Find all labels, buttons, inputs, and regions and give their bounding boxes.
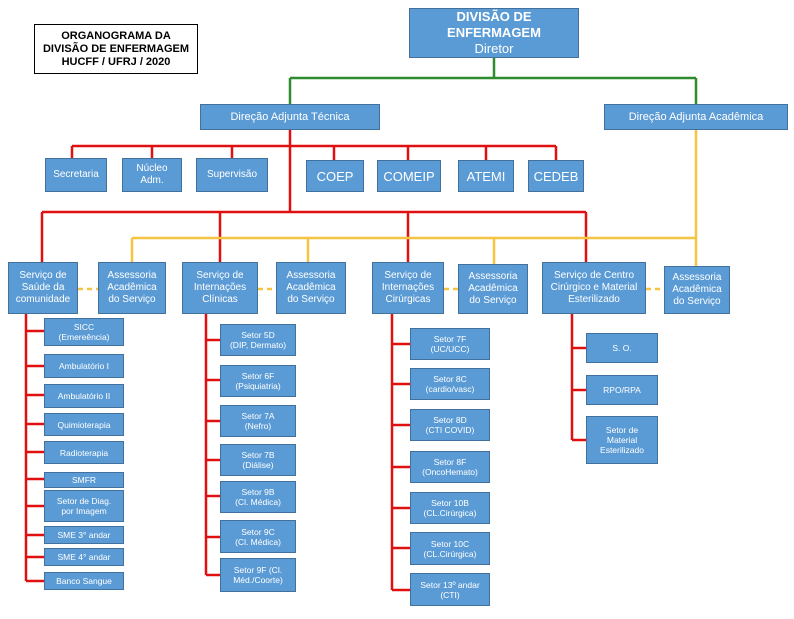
unit-radioterapia: Radioterapia: [44, 441, 124, 464]
box-secretaria: Secretaria: [45, 158, 107, 192]
unit-material-esterilizado: Setor de Material Esterilizado: [586, 416, 658, 464]
unit-sicc: SICC (Emereência): [44, 318, 124, 346]
box-nucleo-adm: Núcleo Adm.: [122, 158, 182, 192]
box-divisao-enfermagem: DIVISÃO DE ENFERMAGEM Diretor: [409, 8, 579, 58]
unit-ambulatorio-2: Ambulatório II: [44, 384, 124, 408]
box-coep: COEP: [306, 160, 364, 192]
unit-rpo-rpa: RPO/RPA: [586, 375, 658, 405]
green-connectors: [288, 58, 698, 104]
unit-setor-6f: Setor 6F (Psiquiatria): [220, 365, 296, 397]
box-supervisao: Supervisão: [196, 158, 268, 192]
unit-quimioterapia: Quimioterapia: [44, 413, 124, 436]
box-divisao-name: DIVISÃO DE ENFERMAGEM: [447, 9, 541, 40]
box-servico-cirurgicas: Serviço de Internações Cirúrgicas: [372, 262, 444, 314]
box-divisao-role: Diretor: [474, 41, 514, 56]
unit-setor-10b: Setor 10B (CL.Cirúrgica): [410, 492, 490, 524]
box-assessoria-1: Assessoria Acadêmica do Serviço: [98, 262, 166, 314]
box-direcao-academica: Direção Adjunta Acadêmica: [604, 104, 788, 130]
unit-setor-8c: Setor 8C (cardio/vasc): [410, 368, 490, 400]
title-line-1: ORGANOGRAMA DA: [61, 29, 171, 42]
unit-diag-imagem: Setor de Diag. por Imagem: [44, 490, 124, 522]
unit-setor-13: Setor 13º andar (CTI): [410, 573, 490, 606]
unit-setor-7f: Setor 7F (UC/UCC): [410, 328, 490, 360]
unit-setor-9b: Setor 9B (Cl. Médica): [220, 481, 296, 513]
box-comeip: COMEIP: [377, 160, 441, 192]
box-assessoria-2: Assessoria Acadêmica do Serviço: [276, 262, 346, 314]
unit-setor-7b: Setor 7B (Diálise): [220, 444, 296, 476]
yellow-connectors: [130, 130, 698, 266]
chart-title: ORGANOGRAMA DA DIVISÃO DE ENFERMAGEM HUC…: [34, 24, 198, 74]
unit-setor-8f: Setor 8F (OncoHemato): [410, 451, 490, 483]
title-line-2: DIVISÃO DE ENFERMAGEM: [42, 42, 190, 55]
box-direcao-tecnica: Direção Adjunta Técnica: [200, 104, 380, 130]
box-servico-centro: Serviço de Centro Cirúrgico e Material E…: [542, 262, 646, 314]
box-cedeb: CEDEB: [528, 160, 584, 192]
unit-ambulatorio-1: Ambulatório I: [44, 354, 124, 378]
unit-sme-4: SME 4° andar: [44, 548, 124, 566]
title-line-3: HUCFF / UFRJ / 2020: [61, 55, 171, 68]
unit-smfr: SMFR: [44, 472, 124, 488]
red-connectors: [24, 130, 588, 592]
box-servico-saude: Serviço de Saúde da comunidade: [8, 262, 78, 314]
box-servico-clinicas: Serviço de Internações Clínicas: [182, 262, 258, 314]
unit-setor-9f: Setor 9F (Cl. Méd./Coorte): [220, 558, 296, 592]
unit-sme-3: SME 3° andar: [44, 526, 124, 544]
unit-setor-5d: Setor 5D (DIP, Dermato): [220, 324, 296, 356]
unit-setor-8d: Setor 8D (CTI COVID): [410, 409, 490, 441]
unit-so: S. O.: [586, 333, 658, 363]
box-assessoria-3: Assessoria Acadêmica do Serviço: [458, 264, 528, 314]
box-atemi: ATEMI: [458, 160, 514, 192]
unit-setor-10c: Setor 10C (CL.Cirúrgica): [410, 532, 490, 565]
box-assessoria-4: Assessoria Acadêmica do Serviço: [664, 266, 730, 314]
unit-setor-7a: Setor 7A (Nefro): [220, 405, 296, 437]
unit-banco-sangue: Banco Sangue: [44, 572, 124, 590]
unit-setor-9c: Setor 9C (Cl. Médica): [220, 520, 296, 553]
